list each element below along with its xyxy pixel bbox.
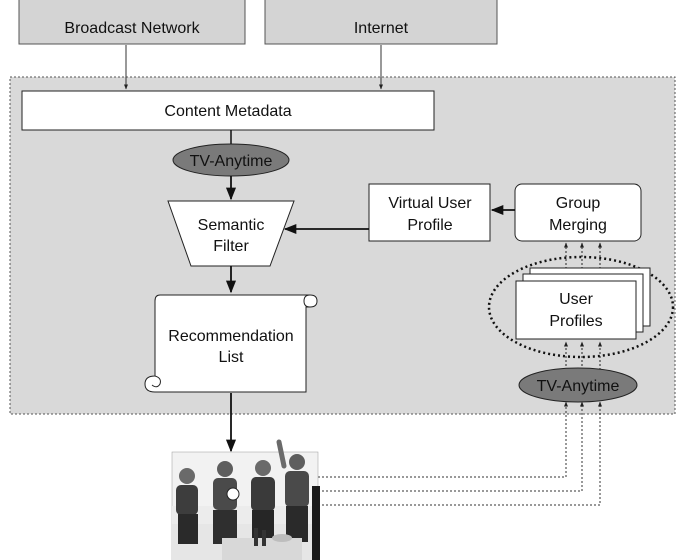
- user-profiles-line1: User: [559, 291, 593, 308]
- virtual-profile-line2: Profile: [407, 217, 452, 234]
- tv-anytime-bottom-label: TV-Anytime: [537, 378, 620, 395]
- semantic-filter-line2: Filter: [213, 238, 249, 255]
- virtual-user-profile-box: Virtual User Profile: [368, 183, 491, 242]
- virtual-profile-line1: Virtual User: [388, 195, 472, 212]
- viewers-photo: [171, 439, 320, 560]
- internet-label: Internet: [354, 20, 409, 37]
- group-merging-box: Group Merging: [514, 183, 642, 242]
- coffee-table: [222, 538, 302, 560]
- broadcast-network-label: Broadcast Network: [64, 20, 200, 37]
- tv-anytime-top-ellipse: TV-Anytime: [172, 143, 290, 177]
- feedback-lines-viewers-to-tvanytime: [318, 401, 602, 506]
- group-merging-line2: Merging: [549, 217, 607, 234]
- internet-box: Internet: [264, 0, 498, 45]
- tv-anytime-bottom-ellipse: TV-Anytime: [518, 367, 638, 403]
- content-metadata-box: Content Metadata: [21, 90, 435, 131]
- user-profiles-group-ellipse: [487, 255, 675, 359]
- arrows-tvanytime-to-profiles: [564, 341, 602, 370]
- arrows-profiles-to-merging: [564, 242, 602, 269]
- user-profiles-stack: User Profiles: [515, 267, 651, 340]
- tv-anytime-top-label: TV-Anytime: [190, 153, 273, 170]
- recommendation-list-scroll: Recommendation List: [144, 294, 318, 393]
- group-merging-line1: Group: [556, 195, 601, 212]
- semantic-filter-line1: Semantic: [198, 217, 265, 234]
- broadcast-network-box: Broadcast Network: [18, 0, 246, 45]
- viewer-figure-1: [176, 468, 198, 544]
- recommendation-line1: Recommendation: [168, 328, 293, 345]
- user-profiles-line2: Profiles: [549, 313, 602, 330]
- recommendation-line2: List: [219, 349, 244, 366]
- semantic-filter-shape: Semantic Filter: [167, 200, 295, 267]
- viewer-figure-4: [276, 439, 309, 542]
- content-metadata-label: Content Metadata: [164, 103, 291, 120]
